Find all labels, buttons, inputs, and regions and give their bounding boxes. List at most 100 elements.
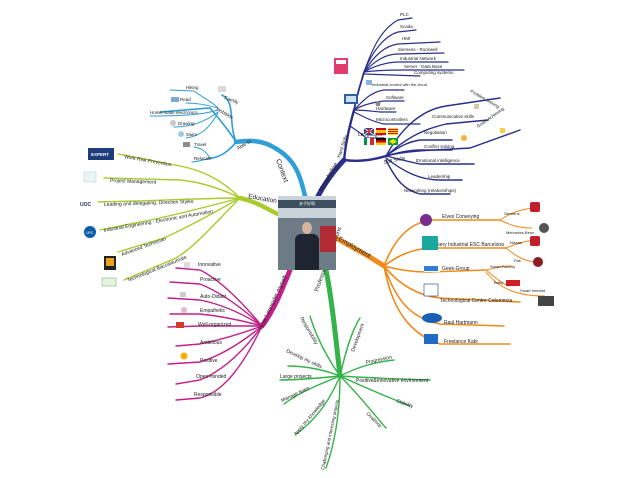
tech-network: Industrial Network bbox=[400, 56, 437, 61]
exp-development: Development bbox=[350, 322, 366, 352]
trait-empathetic: Empathetic bbox=[200, 308, 226, 314]
hobby-hiking: Hiking bbox=[186, 85, 199, 90]
tech-hmi: HMI bbox=[402, 36, 410, 41]
able-travel: Travel bbox=[194, 142, 206, 147]
hobby-electronics: Home-made electronics bbox=[150, 110, 198, 115]
siemens-logo-icon bbox=[530, 202, 540, 212]
person-body bbox=[295, 234, 319, 270]
node-context: Context bbox=[274, 158, 289, 183]
trait-innovative: Innovative bbox=[198, 262, 221, 268]
client-nissan: Nissan bbox=[510, 240, 522, 245]
exp-progression: Progression bbox=[365, 354, 393, 365]
knowledge-icons bbox=[334, 58, 505, 145]
client-baby: Baby bbox=[494, 280, 503, 285]
branch-employment bbox=[333, 207, 545, 345]
edu-project-mgmt: Project Management bbox=[110, 178, 157, 186]
upc-logo-icon bbox=[84, 226, 96, 238]
trait-proactive: Proactive bbox=[200, 277, 221, 283]
school-logo-icon bbox=[83, 171, 97, 183]
hobby-swim: Swim bbox=[186, 132, 197, 137]
exp-large-projects: Large projects bbox=[280, 374, 312, 380]
tech-scada: Scada bbox=[400, 24, 413, 29]
center-photo: 夫子好呀 bbox=[278, 196, 336, 270]
branch-education bbox=[95, 153, 283, 281]
client-smart-interest: Smart Interest bbox=[520, 288, 546, 293]
trait-positive: Positive bbox=[200, 358, 218, 364]
trait-ambitious: Ambitious bbox=[200, 340, 222, 346]
person-head bbox=[302, 222, 312, 234]
employment-logos bbox=[420, 202, 554, 344]
node-knowledge: Knowledge bbox=[318, 161, 340, 193]
client-smart-factory: Smart Factory bbox=[490, 264, 515, 269]
hobby-read: Read bbox=[180, 97, 191, 102]
tech-plc: PLC bbox=[400, 12, 410, 17]
smiley-icon bbox=[180, 352, 188, 360]
node-employment: Employment bbox=[337, 236, 372, 260]
cetemmsa-logo-icon bbox=[423, 283, 439, 297]
context-labels: Context Family Hobbies Hiking Read Home-… bbox=[150, 85, 289, 183]
soft-emotional: Emotional intelligence bbox=[416, 158, 460, 163]
soft-leadership: Leadership bbox=[428, 174, 451, 179]
calendar-icon bbox=[176, 322, 184, 328]
bachelor-logo-icon bbox=[101, 277, 117, 287]
tech-server: Server - Data Base bbox=[404, 64, 443, 69]
svg-text:UOC: UOC bbox=[80, 202, 92, 208]
how-consider-icons bbox=[176, 262, 190, 360]
trait-open-minded: Open-minded bbox=[196, 374, 227, 380]
trait-autodidact: Auto-Didact bbox=[200, 294, 227, 300]
handshake-icon bbox=[461, 135, 467, 141]
edu-baccalaureate: Technological Baccalaureate bbox=[127, 254, 188, 283]
flag-germany-icon bbox=[376, 138, 386, 145]
soft-conflict: Conflict solving bbox=[424, 144, 455, 149]
client-fiat: Fiat bbox=[514, 258, 522, 263]
kabi-logo-icon bbox=[424, 334, 438, 344]
job-elves: Elves Conveying bbox=[442, 214, 479, 220]
soft-negotiation: Negotiation bbox=[424, 130, 447, 135]
tech-microcontrollers: Microcontrollers bbox=[376, 117, 409, 122]
node-hard-skills: Hard Skills bbox=[336, 134, 350, 159]
node-education: Education bbox=[248, 193, 278, 205]
book-icon bbox=[171, 97, 179, 102]
elves-logo-icon bbox=[420, 214, 432, 226]
soft-goals: Goals Achieving bbox=[476, 106, 506, 129]
edu-advanced: Advanced Technician bbox=[121, 236, 168, 258]
tech-hardware: Hardware bbox=[376, 106, 396, 111]
job-freelance: Freelance Kabi bbox=[444, 339, 478, 345]
node-how-consider: How I consider myself bbox=[258, 275, 288, 331]
job-geek: Geek-Group bbox=[442, 266, 470, 272]
photo-red-panel bbox=[320, 226, 336, 252]
how-consider-labels: How I consider myself Innovative Proacti… bbox=[194, 262, 289, 398]
tech-cloud: Industrial control with the cloud bbox=[372, 82, 427, 87]
goal-icon bbox=[500, 128, 505, 133]
svg-text:UPC: UPC bbox=[86, 231, 94, 235]
trait-organized: Well-organized bbox=[198, 322, 231, 328]
svg-text:EXPERT: EXPERT bbox=[91, 152, 109, 157]
book-stack-icon bbox=[180, 292, 186, 297]
cloud-icon bbox=[366, 80, 372, 85]
flag-spain-icon bbox=[376, 128, 386, 135]
edu-leading: Leading and delegating, Direction Styles bbox=[104, 199, 194, 208]
expert-logo-icon bbox=[88, 148, 114, 160]
software-icon bbox=[375, 101, 381, 107]
exp-manage-team: Manage team bbox=[280, 385, 310, 403]
flag-brazil-icon bbox=[388, 138, 398, 145]
edu-work-risk: Work Risk Prevention bbox=[124, 154, 173, 168]
smart-interest-logo-icon bbox=[538, 296, 554, 306]
client-siemens: Siemens bbox=[504, 211, 520, 216]
mercedes-logo-icon bbox=[539, 223, 549, 233]
job-hartmann: Raul Hartmann bbox=[444, 320, 478, 326]
lightbulb-icon bbox=[184, 262, 190, 268]
soft-networking: Networking (relationships) bbox=[404, 188, 457, 193]
exp-challenging: Challenging and interesting projects bbox=[320, 398, 340, 470]
job-cetemmsa: Technological Centre Cetemmsa bbox=[440, 298, 512, 304]
fiat-logo-icon bbox=[533, 257, 543, 267]
able-relocate: Relocate bbox=[194, 156, 212, 161]
hartmann-logo-icon bbox=[422, 313, 442, 323]
drawing-icon bbox=[170, 120, 176, 126]
puzzle-icon bbox=[474, 104, 479, 109]
tech-software: Software bbox=[386, 95, 404, 100]
uoc-logo-icon bbox=[78, 198, 98, 208]
swim-icon bbox=[178, 131, 184, 137]
